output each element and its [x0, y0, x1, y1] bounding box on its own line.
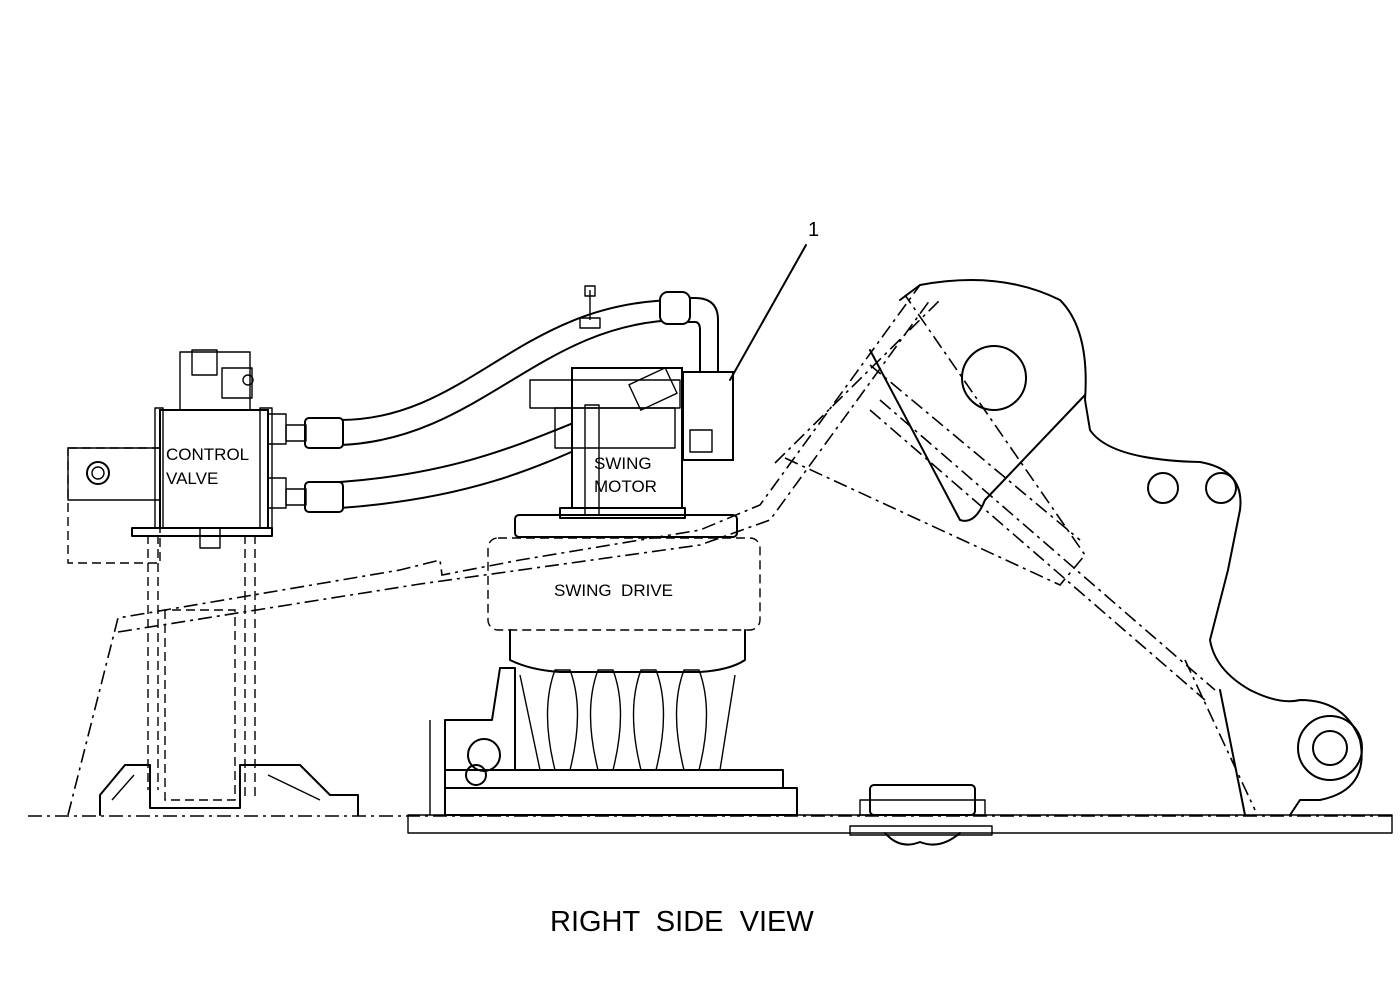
bracket-hole-left: [1147, 472, 1179, 504]
control-valve-label-line1: CONTROL: [166, 445, 249, 464]
control-valve-stand: [99, 535, 359, 816]
swing-motor: [529, 285, 734, 519]
bracket-hole-lower-inner: [1312, 730, 1348, 766]
control-valve-label-line2: VALVE: [166, 469, 218, 488]
swing-motor-label-line2: MOTOR: [594, 477, 657, 496]
boom-frame: [67, 284, 1256, 816]
mounting-bracket: [869, 279, 1363, 816]
swing-drive: [429, 514, 798, 816]
bracket-hole-lower-outer: [1297, 715, 1363, 781]
bearing-cap: [849, 784, 993, 846]
swing-motor-label-line1: SWING: [594, 454, 652, 473]
callout-1-number: 1: [808, 219, 819, 241]
bracket-hole-right: [1205, 472, 1237, 504]
callout-1: 1: [729, 219, 819, 381]
view-title: RIGHT SIDE VIEW: [550, 906, 814, 938]
swing-drive-label: SWING DRIVE: [554, 581, 673, 600]
drive-fins: [546, 669, 708, 771]
bracket-hole-large: [961, 345, 1027, 411]
ground-line: [28, 814, 1393, 834]
